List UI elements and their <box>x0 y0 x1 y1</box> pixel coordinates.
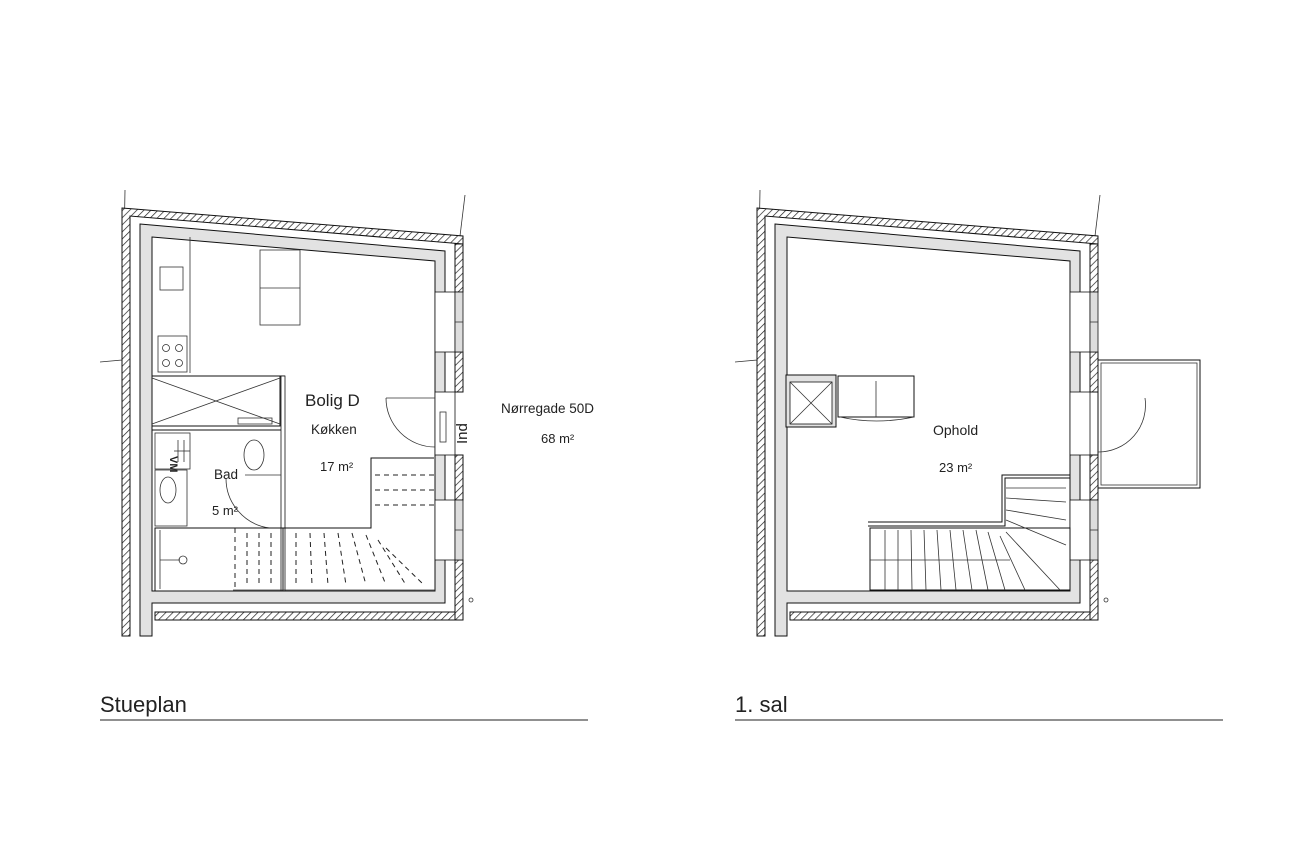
room-name-kitchen: Køkken <box>311 422 357 437</box>
ground-floor-plan: VM Ind Bolig D Køkken 17 m² <box>99 189 594 721</box>
total-area-label: 68 m² <box>541 431 575 446</box>
washing-machine: VM <box>154 432 191 473</box>
bathroom-door-swing <box>225 477 271 529</box>
staircase <box>868 474 1071 591</box>
sink-icon <box>159 266 184 291</box>
stove-icon <box>157 335 188 373</box>
room-area-living: 23 m² <box>939 460 973 475</box>
toilet-icon <box>243 439 265 471</box>
svg-text:VM: VM <box>167 456 179 473</box>
wardrobe <box>837 375 915 422</box>
kitchen-island <box>259 249 301 326</box>
shower <box>154 527 284 592</box>
bathroom-sink-icon <box>154 469 188 527</box>
shaft <box>785 374 837 428</box>
room-name-living: Ophold <box>933 422 978 438</box>
first-floor-plan: Ophold 23 m² 1. sal <box>734 189 1223 721</box>
ground-floor-title: Stueplan <box>100 692 187 717</box>
address-label: Nørregade 50D <box>501 401 594 416</box>
entrance-door-swing <box>385 397 436 448</box>
unit-label: Bolig D <box>305 391 360 410</box>
entrance-label: Ind <box>454 423 471 444</box>
room-name-bathroom: Bad <box>214 467 238 482</box>
staircase <box>233 457 435 591</box>
room-area-kitchen: 17 m² <box>320 459 354 474</box>
first-floor-title: 1. sal <box>735 692 788 717</box>
entrance-marker <box>439 411 447 443</box>
balcony <box>1097 359 1201 489</box>
room-area-bathroom: 5 m² <box>212 503 239 518</box>
closet <box>151 375 281 427</box>
